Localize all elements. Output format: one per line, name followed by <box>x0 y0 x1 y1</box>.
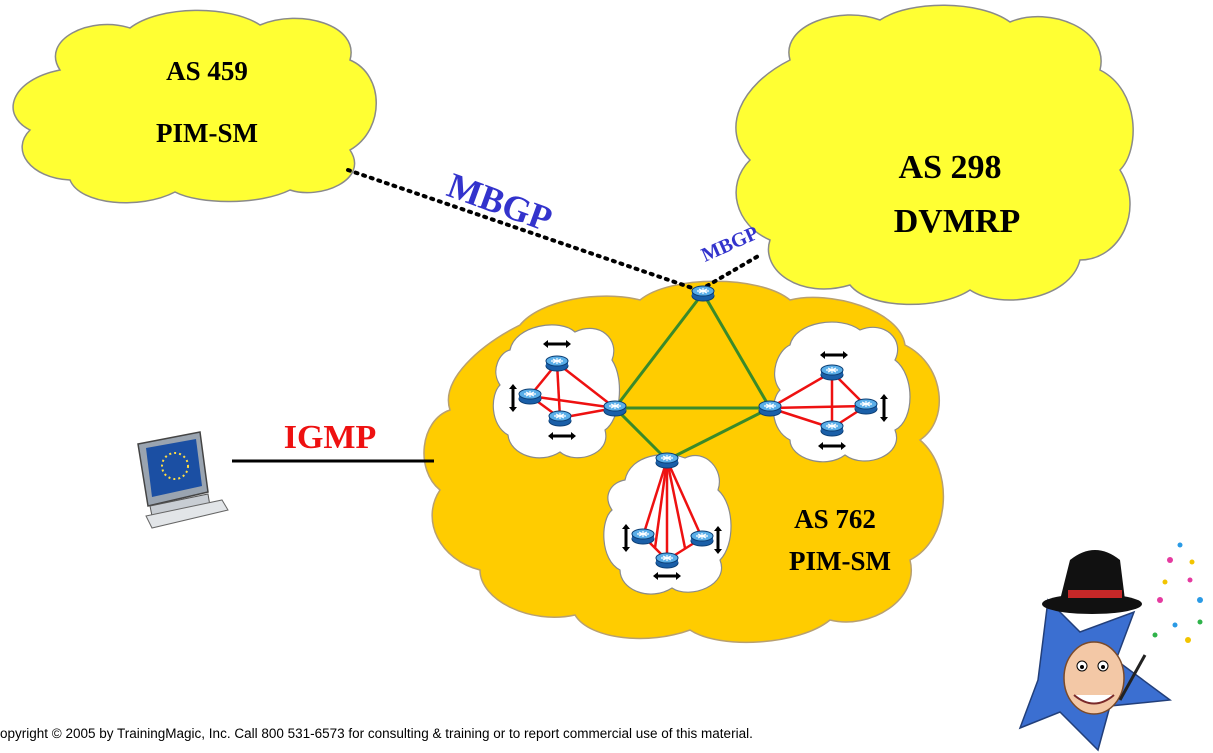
router-icon <box>631 528 655 545</box>
subnet-links-bottom <box>641 459 704 562</box>
subcloud-left <box>492 324 621 459</box>
cloud-as459-protocol: PIM-SM <box>156 118 258 148</box>
mbgp-label-small: MBGP <box>698 222 762 267</box>
router-icon <box>545 355 569 372</box>
cloud-as762-protocol: PIM-SM <box>789 546 891 576</box>
mbgp-link-as459 <box>346 168 700 292</box>
router-icon <box>854 398 878 415</box>
router-icon <box>758 400 782 417</box>
cloud-as762-name: AS 762 <box>794 504 876 534</box>
wizard-mascot-icon <box>1018 542 1203 752</box>
cloud-as298-name: AS 298 <box>899 149 1002 186</box>
mbgp-label-main: MBGP <box>442 165 557 240</box>
igmp-label: IGMP <box>284 419 377 456</box>
host-terminal-icon <box>137 431 229 529</box>
router-icon <box>691 285 715 302</box>
router-icon <box>518 388 542 405</box>
copyright-footer: opyright © 2005 by TrainingMagic, Inc. C… <box>0 726 753 741</box>
router-icon <box>820 364 844 381</box>
cloud-as459-name: AS 459 <box>166 56 248 86</box>
router-icon <box>655 452 679 469</box>
backbone-links <box>613 292 772 462</box>
router-icon <box>548 410 572 427</box>
cloud-as298-protocol: DVMRP <box>894 203 1021 240</box>
router-icon <box>603 400 627 417</box>
subcloud-right <box>772 321 911 463</box>
mbgp-link-as298 <box>698 253 762 292</box>
router-icon <box>820 420 844 437</box>
cloud-as459 <box>12 9 377 204</box>
router-icon <box>655 552 679 569</box>
cloud-as298 <box>735 4 1134 306</box>
router-icon <box>690 530 714 547</box>
